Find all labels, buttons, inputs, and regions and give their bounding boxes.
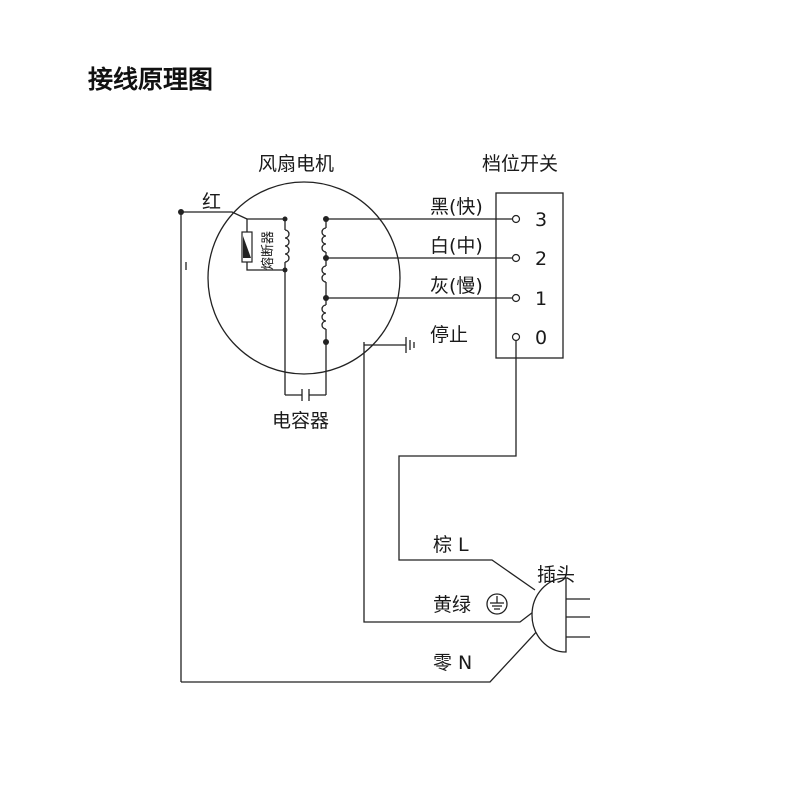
switch-label: 档位开关 (482, 153, 558, 175)
capacitor-label: 电容器 (272, 410, 329, 432)
plug-icon (531, 577, 590, 653)
ground-icon (402, 337, 415, 353)
live-wire-label: 棕 L (433, 534, 469, 556)
speed-switch-box (495, 192, 564, 359)
switch-number-2: 2 (535, 248, 547, 270)
switch-number-1: 1 (535, 288, 547, 310)
switch-number-3: 3 (535, 209, 547, 231)
capacitor-icon (301, 389, 310, 401)
earth-wire-label: 黄绿 (433, 594, 471, 616)
tap-dot-bottom (323, 339, 329, 345)
neutral-wire (181, 627, 541, 683)
switch-terminal-2 (511, 253, 521, 263)
switch-terminal-0 (511, 332, 521, 342)
switch-number-0: 0 (535, 327, 547, 349)
plug-label: 插头 (537, 564, 575, 586)
tap-dot-fast (323, 216, 329, 222)
wire-label-grey-slow: 灰(慢) (430, 275, 483, 297)
switch-terminal-1 (511, 293, 521, 303)
diagram-title: 接线原理图 (88, 65, 213, 94)
fan-motor-circle (207, 181, 401, 375)
motor-label: 风扇电机 (258, 153, 334, 175)
fuse-label: 熔断器 (261, 231, 276, 270)
red-wire-dot (178, 209, 184, 215)
earth-symbol-icon (486, 593, 508, 615)
red-wire (180, 211, 248, 682)
motor-main-winding (321, 219, 327, 395)
red-wire-label: 红 (202, 191, 221, 213)
wire-label-black-fast: 黑(快) (430, 196, 483, 218)
tap-dot-slow (323, 295, 329, 301)
motor-aux-winding (284, 219, 290, 395)
live-wire (398, 341, 536, 591)
neutral-wire-label: 零 N (433, 652, 472, 674)
stop-label: 停止 (430, 324, 468, 346)
wire-label-white-medium: 白(中) (430, 235, 483, 257)
switch-terminal-3 (511, 214, 521, 224)
tap-dot-medium (323, 255, 329, 261)
earth-wire (363, 342, 538, 623)
